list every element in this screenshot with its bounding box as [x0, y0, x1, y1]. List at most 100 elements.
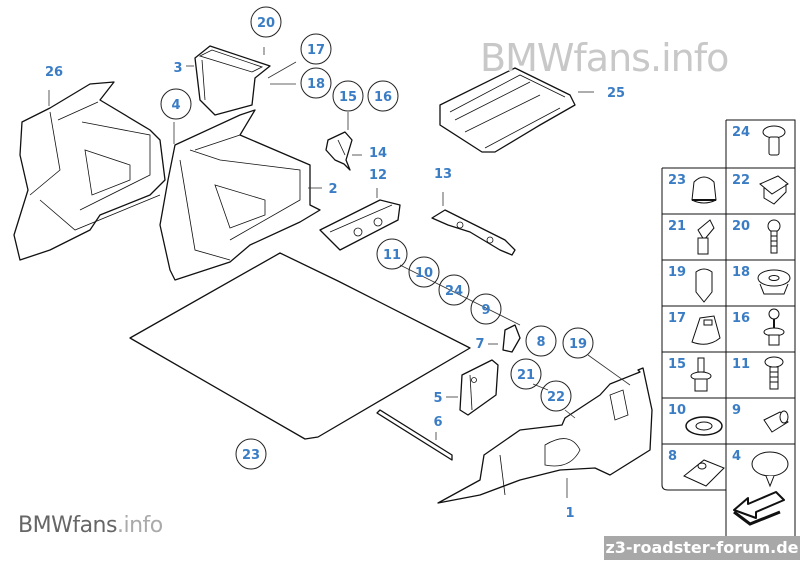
forum-banner[interactable]: z3-roadster-forum.de	[604, 536, 800, 560]
callout-6[interactable]: 6	[433, 415, 442, 430]
callout-ring	[235, 438, 267, 470]
callout-26[interactable]: 26	[45, 65, 63, 80]
part-1-trim-panel-right[interactable]	[437, 367, 653, 504]
part-5-cover[interactable]	[459, 359, 499, 416]
legend-label: 9	[732, 403, 741, 418]
callout-1[interactable]: 1	[565, 506, 574, 521]
callout-16[interactable]: 16	[367, 80, 399, 112]
part-25-tray[interactable]	[439, 67, 576, 153]
part-12-rail[interactable]	[319, 199, 401, 251]
callout-label: 15	[339, 90, 357, 105]
legend-label: 8	[668, 449, 677, 464]
callout-9[interactable]: 9	[470, 293, 502, 325]
callout-ring	[470, 293, 502, 325]
legend-cell-11[interactable]: 11	[732, 356, 784, 390]
callout-label: 11	[383, 248, 401, 263]
legend-cell-18[interactable]: 18	[732, 265, 791, 295]
fastener-legend	[661, 119, 796, 539]
callout-ring	[408, 256, 440, 288]
callout-label: 13	[434, 167, 452, 182]
callout-13[interactable]: 13	[434, 167, 452, 182]
callout-label: 7	[475, 337, 484, 352]
plug-icon	[695, 268, 713, 303]
legend-cell-24[interactable]: 24	[732, 125, 786, 156]
part-26-trim-panel-left[interactable]	[13, 81, 166, 261]
part-14-bracket[interactable]	[325, 131, 353, 171]
callout-label: 23	[242, 448, 260, 463]
leader-22	[564, 409, 576, 419]
callout-ring	[376, 238, 408, 270]
callout-17[interactable]: 17	[300, 33, 332, 65]
callout-4[interactable]: 4	[160, 88, 192, 120]
leader-19	[587, 354, 631, 386]
legend-cell-4[interactable]: 4	[732, 449, 789, 488]
legend-label: 17	[668, 311, 686, 326]
callout-24[interactable]: 24	[438, 274, 470, 306]
callout-19[interactable]: 19	[562, 327, 594, 359]
part-3-storage-bin[interactable]	[194, 45, 271, 116]
legend-cell-20[interactable]: 20	[732, 219, 781, 254]
legend-cell-10[interactable]: 10	[668, 403, 723, 436]
callout-label: 19	[569, 337, 587, 352]
callout-7[interactable]: 7	[475, 337, 484, 352]
callout-label: 2	[328, 182, 337, 197]
legend-cell-16[interactable]: 16	[732, 308, 785, 346]
grommet-icon	[757, 269, 791, 295]
callout-label: 16	[374, 90, 392, 105]
callout-ring	[540, 380, 572, 412]
callout-2[interactable]: 2	[328, 182, 337, 197]
callout-5[interactable]: 5	[433, 391, 442, 406]
callout-14[interactable]: 14	[369, 146, 387, 161]
legend-label: 21	[668, 219, 686, 234]
legend-cell-9[interactable]: 9	[732, 403, 789, 433]
callout-21[interactable]: 21	[510, 358, 542, 390]
callout-18[interactable]: 18	[300, 67, 332, 99]
callout-label: 14	[369, 146, 387, 161]
callout-8[interactable]: 8	[525, 325, 557, 357]
legend-cell-19[interactable]: 19	[668, 265, 713, 303]
watermark-top: BMWfans.info	[480, 36, 729, 80]
back-arrow-icon[interactable]	[733, 491, 785, 526]
callout-label: 21	[517, 368, 535, 383]
callout-10[interactable]: 10	[408, 256, 440, 288]
callout-20[interactable]: 20	[250, 6, 282, 38]
callout-11[interactable]: 11	[376, 238, 408, 270]
legend-cell-22[interactable]: 22	[732, 173, 789, 205]
expanding-rivet-icon	[697, 219, 715, 255]
part-2-trim-panel[interactable]	[159, 109, 321, 281]
legend-label: 10	[668, 403, 686, 418]
part-7-holder[interactable]	[502, 324, 521, 353]
callout-12[interactable]: 12	[369, 168, 387, 183]
callout-label: 18	[307, 77, 325, 92]
callout-15[interactable]: 15	[332, 80, 364, 112]
callout-3[interactable]: 3	[173, 61, 182, 76]
cap-nut-icon	[691, 176, 717, 204]
callout-label: 5	[433, 391, 442, 406]
legend-cell-17[interactable]: 17	[668, 311, 721, 345]
part-6-trim-strip[interactable]	[376, 409, 453, 461]
legend-label: 15	[668, 357, 686, 372]
part-13-rail[interactable]	[431, 209, 516, 256]
callout-22[interactable]: 22	[540, 380, 572, 412]
callout-label: 26	[45, 65, 63, 80]
washer-icon	[685, 416, 723, 436]
part-23-floor-mat[interactable]	[129, 252, 471, 440]
spring-nut-icon	[683, 459, 725, 487]
callout-label: 24	[445, 284, 463, 299]
callout-label: 1	[565, 506, 574, 521]
legend-label: 19	[668, 265, 686, 280]
callout-label: 17	[307, 43, 325, 58]
callout-label: 3	[173, 61, 182, 76]
legend-cell-21[interactable]: 21	[668, 219, 715, 255]
callout-ring	[525, 325, 557, 357]
push-rivet-icon	[763, 308, 785, 346]
callout-23[interactable]: 23	[235, 438, 267, 470]
legend-cell-23[interactable]: 23	[668, 173, 717, 204]
legend-cell-8[interactable]: 8	[668, 449, 725, 487]
sleeve-icon	[763, 410, 789, 433]
legend-label: 22	[732, 173, 750, 188]
legend-label: 16	[732, 311, 750, 326]
callout-25[interactable]: 25	[607, 86, 625, 101]
button-clip-icon	[751, 451, 789, 488]
legend-cell-15[interactable]: 15	[668, 357, 712, 392]
